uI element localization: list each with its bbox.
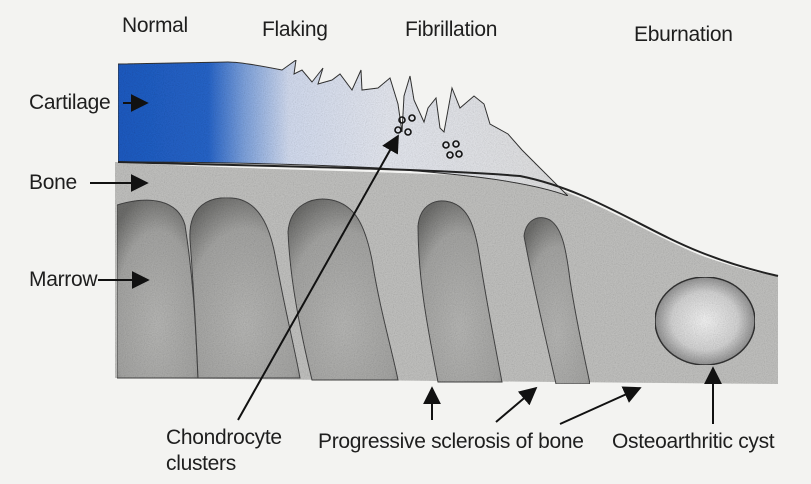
stage-label-eburnation: Eburnation xyxy=(634,23,733,47)
sclerosis-arrow-3 xyxy=(560,388,640,424)
annotation-chondrocyte-line1: Chondrocyte xyxy=(166,426,282,450)
sclerosis-arrow-2 xyxy=(496,388,536,422)
annotation-cyst: Osteoarthritic cyst xyxy=(612,430,774,454)
stage-label-flaking: Flaking xyxy=(262,18,328,42)
osteoarthritic-cyst xyxy=(655,277,755,365)
stage-label-fibrillation: Fibrillation xyxy=(405,18,497,42)
annotation-chondrocyte-line2: clusters xyxy=(166,452,236,476)
annotation-sclerosis: Progressive sclerosis of bone xyxy=(318,430,584,454)
layer-label-marrow: Marrow xyxy=(29,268,97,292)
layer-label-bone: Bone xyxy=(29,171,77,195)
stage-label-normal: Normal xyxy=(122,14,188,38)
layer-label-cartilage: Cartilage xyxy=(29,91,110,115)
